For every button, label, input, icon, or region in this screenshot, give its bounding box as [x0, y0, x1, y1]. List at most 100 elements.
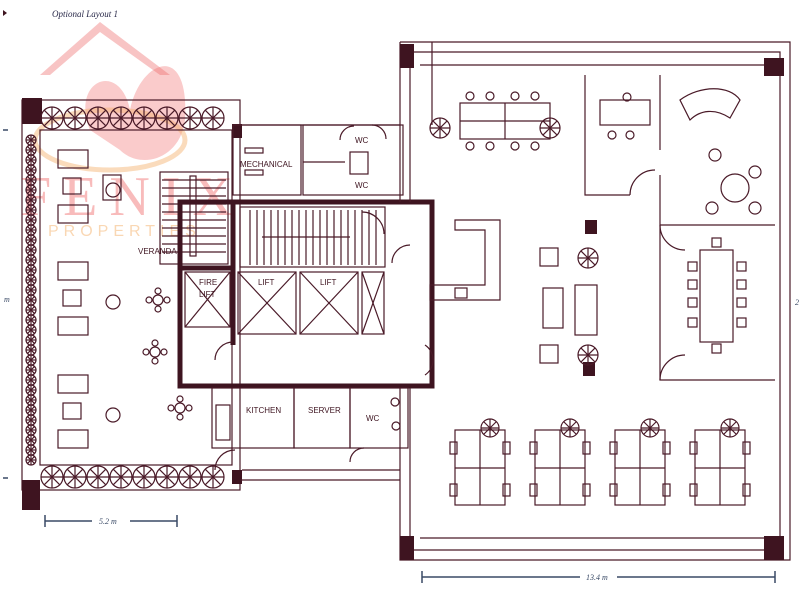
chair: [736, 261, 747, 272]
chair: [530, 141, 540, 151]
plant-icon: [539, 117, 561, 139]
plant-icon: [25, 314, 37, 326]
plant-icon: [25, 364, 37, 376]
chair: [151, 357, 159, 365]
chair: [142, 348, 150, 356]
column: [22, 480, 40, 510]
chair: [708, 148, 722, 162]
plant-icon: [25, 294, 37, 306]
layout-title: Optional Layout 1: [52, 9, 118, 19]
chair: [687, 297, 698, 308]
chair: [748, 165, 762, 179]
sofa: [57, 261, 89, 281]
dimension-right-side-label: 2: [795, 298, 799, 307]
column: [232, 124, 242, 138]
chair: [736, 297, 747, 308]
conference-table: [699, 249, 734, 343]
plant-icon: [25, 134, 37, 146]
plant-icon: [201, 465, 225, 489]
dimension-right-label: 13.4 m: [586, 573, 608, 582]
round-table: [152, 294, 164, 306]
veranda-furniture: [57, 149, 193, 449]
plant-icon: [25, 424, 37, 436]
room-label-kitchen: KITCHEN: [246, 406, 281, 415]
sofa: [57, 374, 89, 394]
chair: [711, 237, 722, 248]
plant-icon: [25, 454, 37, 466]
plant-icon: [25, 284, 37, 296]
column: [764, 58, 784, 76]
room-label-server: SERVER: [308, 406, 341, 415]
chair: [607, 130, 617, 140]
plant-icon: [132, 465, 156, 489]
lounge-chair: [105, 294, 121, 310]
chair: [622, 92, 632, 102]
dimension-left: 5.2 m: [44, 515, 178, 527]
chair: [154, 305, 162, 313]
workstation-cluster: [689, 418, 751, 506]
room-label-lift-2: LIFT: [320, 278, 337, 287]
room-label-veranda: VERANDA: [138, 247, 177, 256]
dimension-left-side-label: m: [4, 295, 10, 304]
plant-icon: [25, 204, 37, 216]
room-label-fire-lift-2: LIFT: [199, 290, 216, 299]
plant-icon: [640, 418, 660, 438]
room-label-lift-1: LIFT: [258, 278, 275, 287]
chair: [163, 296, 171, 304]
chair: [154, 287, 162, 295]
plant-icon: [25, 154, 37, 166]
chair: [687, 261, 698, 272]
plant-icon: [577, 344, 599, 366]
lift-shaft-1: [237, 271, 297, 335]
plant-icon: [86, 465, 110, 489]
chair: [609, 483, 618, 497]
plant-icon: [155, 106, 179, 130]
column: [400, 44, 414, 68]
chair: [705, 201, 719, 215]
chair: [185, 404, 193, 412]
column: [764, 536, 784, 560]
column: [22, 98, 42, 124]
column: [400, 536, 414, 560]
plant-icon: [25, 354, 37, 366]
plant-icon: [577, 247, 599, 269]
plant-icon: [40, 465, 64, 489]
chair: [465, 141, 475, 151]
plant-icon: [25, 164, 37, 176]
plant-icon: [25, 394, 37, 406]
planter-column-left: [25, 134, 37, 466]
chair: [662, 441, 671, 455]
room-label-fire-lift: FIRE: [199, 278, 217, 287]
column: [232, 470, 242, 484]
chair: [151, 339, 159, 347]
plant-icon: [720, 418, 740, 438]
plant-icon: [25, 324, 37, 336]
room-label-wc-mid: WC: [355, 181, 369, 190]
chair: [736, 279, 747, 290]
lounge-chair: [105, 182, 121, 198]
plant-icon: [480, 418, 500, 438]
office-area: [240, 41, 791, 561]
chair: [582, 483, 591, 497]
plant-icon: [86, 106, 110, 130]
plant-icon: [25, 434, 37, 446]
round-table: [174, 402, 186, 414]
chair: [742, 483, 751, 497]
ottoman: [62, 289, 82, 307]
plant-icon: [25, 414, 37, 426]
staircase-left: [159, 171, 229, 265]
title-marker-icon: [3, 10, 7, 16]
fire-lift-shaft: [184, 271, 231, 328]
chair: [449, 441, 458, 455]
sofa: [57, 204, 89, 224]
workstation-cluster: [449, 418, 511, 506]
chair: [176, 395, 184, 403]
chair: [687, 279, 698, 290]
plant-icon: [25, 264, 37, 276]
workstation-cluster: [529, 418, 591, 506]
chair: [748, 201, 762, 215]
sofa: [57, 149, 89, 169]
plant-icon: [201, 106, 225, 130]
planter-row-top: [40, 106, 225, 130]
ottoman: [62, 402, 82, 420]
